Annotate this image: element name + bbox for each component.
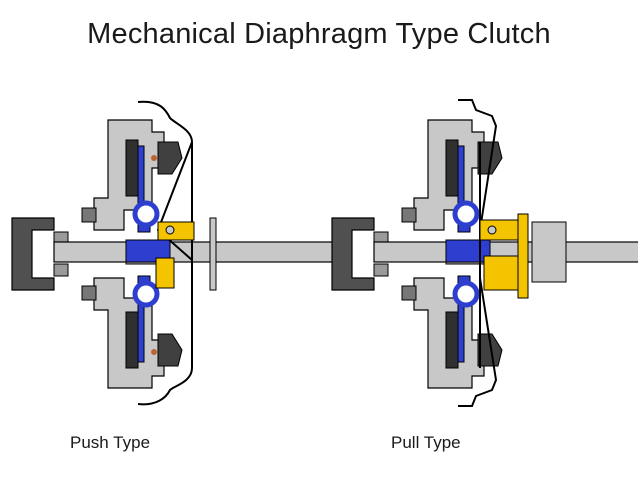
push-type-diagram (12, 100, 334, 406)
push-type-caption: Push Type (70, 433, 151, 452)
pull-type-diagram (332, 99, 638, 407)
slide-title: Mechanical Diaphragm Type Clutch (87, 18, 551, 50)
pull-type-caption: Pull Type (391, 433, 461, 452)
